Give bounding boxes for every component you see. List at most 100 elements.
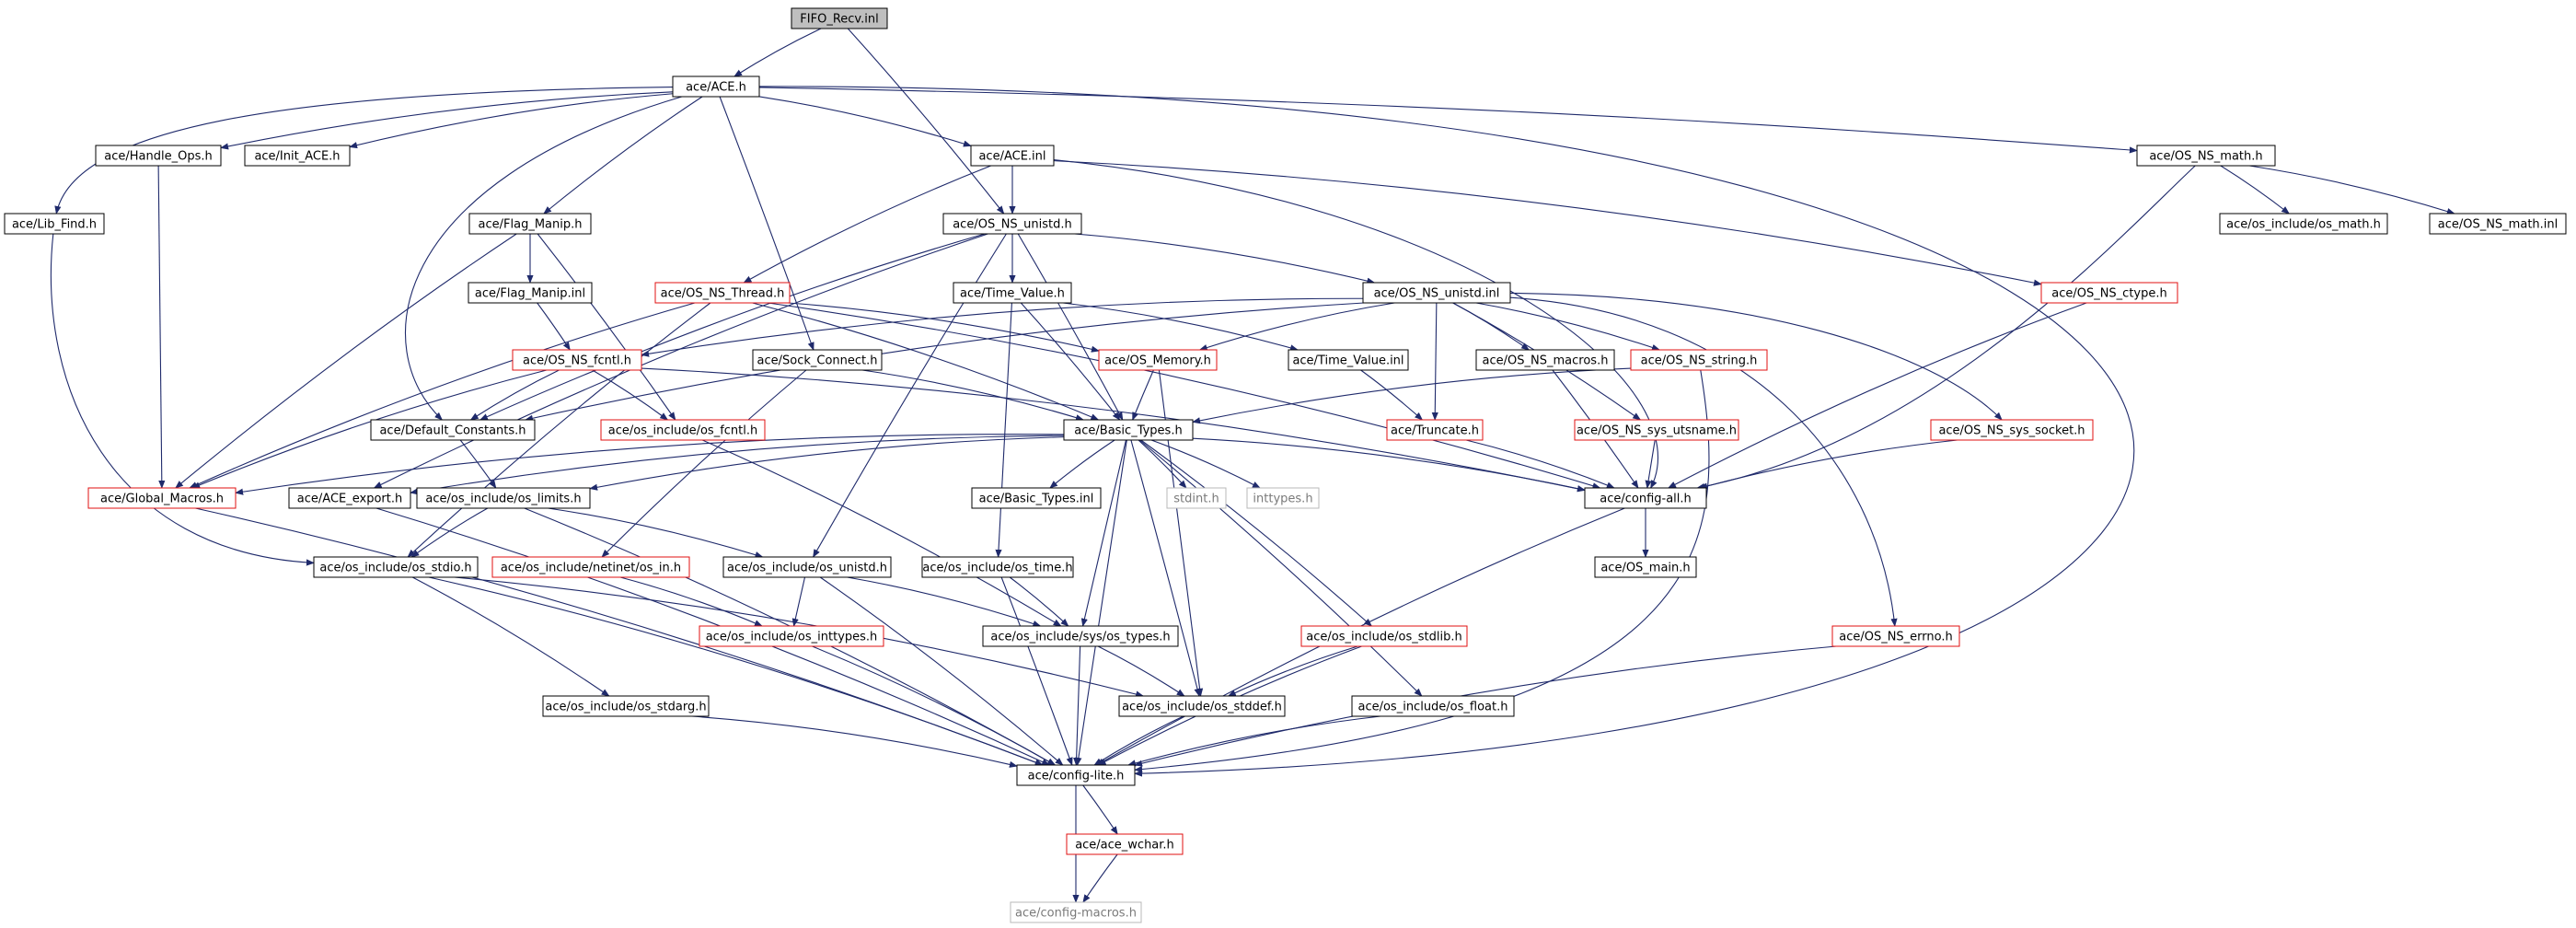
node-ace-inl[interactable]: ace/ACE.inl: [970, 145, 1055, 167]
node-label: ace/OS_NS_unistd.h: [953, 218, 1072, 232]
edge-os_ns_errno-to-config_lite: [1134, 645, 1837, 767]
edge-os_ns_unistd-to-basic_types: [1017, 233, 1124, 421]
edge-os_inc_stdio-to-os_inc_stddef: [454, 576, 1145, 698]
edge-basic_types-to-os_inc_limits: [589, 436, 1065, 491]
edge-ace_h-to-init_ace: [349, 93, 674, 149]
node-os-inc-sys-types[interactable]: ace/os_include/sys/os_types.h: [982, 625, 1179, 647]
node-label: ace/os_include/os_stdlib.h: [1306, 631, 1461, 644]
node-truncate[interactable]: ace/Truncate.h: [1386, 419, 1484, 441]
node-handle-ops[interactable]: ace/Handle_Ops.h: [95, 145, 222, 167]
node-os-inc-limits[interactable]: ace/os_include/os_limits.h: [416, 487, 591, 509]
node-label: ace/OS_NS_sys_utsname.h: [1577, 424, 1737, 438]
node-label: ace/os_include/os_stdarg.h: [545, 701, 706, 714]
node-os-inc-stdarg[interactable]: ace/os_include/os_stdarg.h: [542, 695, 710, 717]
node-time-value-inl[interactable]: ace/Time_Value.inl: [1288, 349, 1409, 371]
node-os-ns-errno[interactable]: ace/OS_NS_errno.h: [1831, 625, 1960, 647]
node-os-ns-thread[interactable]: ace/OS_NS_Thread.h: [654, 282, 791, 304]
node-fifo: FIFO_Recv.inl: [791, 7, 888, 29]
node-box: [971, 487, 1102, 509]
node-box: [791, 7, 888, 29]
node-label: ace/Lib_Find.h: [12, 218, 97, 232]
node-os-inc-stdio[interactable]: ace/os_include/os_stdio.h: [313, 556, 479, 578]
node-global-macros[interactable]: ace/Global_Macros.h: [87, 487, 237, 509]
edge-ace_h-to-ace_inl: [758, 96, 972, 147]
node-default-constants[interactable]: ace/Default_Constants.h: [370, 419, 536, 441]
node-os-ns-math[interactable]: ace/OS_NS_math.h: [2136, 145, 2276, 167]
node-os-ns-macros[interactable]: ace/OS_NS_macros.h: [1475, 349, 1615, 371]
edge-ace_h-to-flag_manip: [543, 96, 703, 215]
node-init-ace[interactable]: ace/Init_ACE.h: [244, 145, 351, 167]
node-box: [1300, 625, 1468, 647]
node-box: [1288, 349, 1409, 371]
node-os-inc-float[interactable]: ace/os_include/os_float.h: [1351, 695, 1515, 717]
edge-time_value-to-basic_types: [1020, 302, 1121, 421]
node-time-value[interactable]: ace/Time_Value.h: [953, 282, 1072, 304]
edge-sock_connect-to-basic_types: [861, 369, 1084, 422]
node-box: [244, 145, 351, 167]
node-label: ace/os_include/os_stddef.h: [1122, 701, 1282, 714]
node-os-inc-stddef[interactable]: ace/os_include/os_stddef.h: [1118, 695, 1286, 717]
node-box: [2219, 213, 2388, 235]
edge-os_inc_stdio-to-config_lite: [428, 576, 1044, 766]
node-box: [491, 556, 690, 578]
node-config-lite[interactable]: ace/config-lite.h: [1016, 764, 1136, 786]
node-flag-manip-inl[interactable]: ace/Flag_Manip.inl: [468, 282, 593, 304]
node-box: [95, 145, 222, 167]
edge-os_ns_unistd-to-default_constants: [479, 233, 986, 421]
node-box: [752, 349, 883, 371]
node-label: ace/OS_NS_macros.h: [1483, 354, 1609, 368]
node-os-inc-stdlib[interactable]: ace/os_include/os_stdlib.h: [1300, 625, 1468, 647]
node-os-inc-unistd[interactable]: ace/os_include/os_unistd.h: [722, 556, 892, 578]
node-ace-wchar[interactable]: ace/ace_wchar.h: [1066, 833, 1184, 855]
node-os-ns-string[interactable]: ace/OS_NS_string.h: [1630, 349, 1768, 371]
node-os-inc-netinet-in[interactable]: ace/os_include/netinet/os_in.h: [491, 556, 690, 578]
node-box: [699, 625, 884, 647]
node-os-main[interactable]: ace/OS_main.h: [1594, 556, 1697, 578]
node-basic-types-inl[interactable]: ace/Basic_Types.inl: [971, 487, 1102, 509]
node-os-ns-unistd-inl[interactable]: ace/OS_NS_unistd.inl: [1362, 282, 1511, 304]
node-config-all[interactable]: ace/config-all.h: [1584, 487, 1707, 509]
node-os-ns-fcntl[interactable]: ace/OS_NS_fcntl.h: [512, 349, 642, 371]
node-ace-export[interactable]: ace/ACE_export.h: [288, 487, 411, 509]
node-lib-find[interactable]: ace/Lib_Find.h: [4, 213, 105, 235]
edge-os_memory-to-os_inc_stddef: [1158, 369, 1204, 697]
edge-os_ns_unistd_inl-to-truncate: [1431, 302, 1438, 421]
node-os-ns-ctype[interactable]: ace/OS_NS_ctype.h: [2040, 282, 2178, 304]
node-config-macros[interactable]: ace/config-macros.h: [1010, 901, 1142, 923]
node-os-ns-sys-socket[interactable]: ace/OS_NS_sys_socket.h: [1930, 419, 2094, 441]
node-os-ns-sys-utsname[interactable]: ace/OS_NS_sys_utsname.h: [1574, 419, 1739, 441]
edge-flag_manip_inl-to-os_ns_fcntl: [537, 302, 571, 351]
node-label: ace/os_include/netinet/os_in.h: [501, 562, 681, 575]
node-box: [1362, 282, 1511, 304]
node-sock-connect[interactable]: ace/Sock_Connect.h: [752, 349, 883, 371]
node-box: [1246, 487, 1320, 509]
node-label: ace/Handle_Ops.h: [104, 150, 212, 164]
node-os-ns-math-inl[interactable]: ace/OS_NS_math.inl: [2429, 213, 2567, 235]
node-flag-manip[interactable]: ace/Flag_Manip.h: [468, 213, 592, 235]
edge-os_ns_unistd_inl-to-os_ns_sys_socket: [1509, 292, 2003, 421]
node-os-memory[interactable]: ace/OS_Memory.h: [1098, 349, 1218, 371]
node-os-ns-unistd[interactable]: ace/OS_NS_unistd.h: [942, 213, 1082, 235]
node-box: [2136, 145, 2276, 167]
node-os-inc-inttypes[interactable]: ace/os_include/os_inttypes.h: [699, 625, 884, 647]
node-stdint[interactable]: stdint.h: [1166, 487, 1227, 509]
edge-basic_types-to-os_inc_stddef: [1130, 439, 1201, 697]
node-ace-h[interactable]: ace/ACE.h: [672, 75, 760, 98]
node-box: [1386, 419, 1484, 441]
edge-time_value-to-time_value_inl: [1062, 302, 1299, 352]
node-basic-types[interactable]: ace/Basic_Types.h: [1063, 419, 1194, 441]
edge-os_ns_fcntl-to-config_all: [641, 367, 1586, 493]
edge-os_inc_fcntl-to-os_inc_sys_types: [701, 439, 1062, 627]
node-box: [288, 487, 411, 509]
node-label: inttypes.h: [1253, 493, 1312, 506]
node-os-inc-fcntl[interactable]: ace/os_include/os_fcntl.h: [600, 419, 766, 441]
node-box: [87, 487, 237, 509]
edge-os_ns_thread-to-os_memory: [788, 302, 1100, 353]
edge-config_lite-to-ace_wchar: [1082, 784, 1118, 835]
node-label: ace/os_include/os_fcntl.h: [608, 424, 757, 438]
edge-ace_h-to-lib_find: [54, 87, 674, 215]
node-os-inc-time[interactable]: ace/os_include/os_time.h: [921, 556, 1074, 578]
edge-handle_ops-to-global_macros: [157, 165, 166, 489]
node-inttypes[interactable]: inttypes.h: [1246, 487, 1320, 509]
node-os-inc-math[interactable]: ace/os_include/os_math.h: [2219, 213, 2388, 235]
